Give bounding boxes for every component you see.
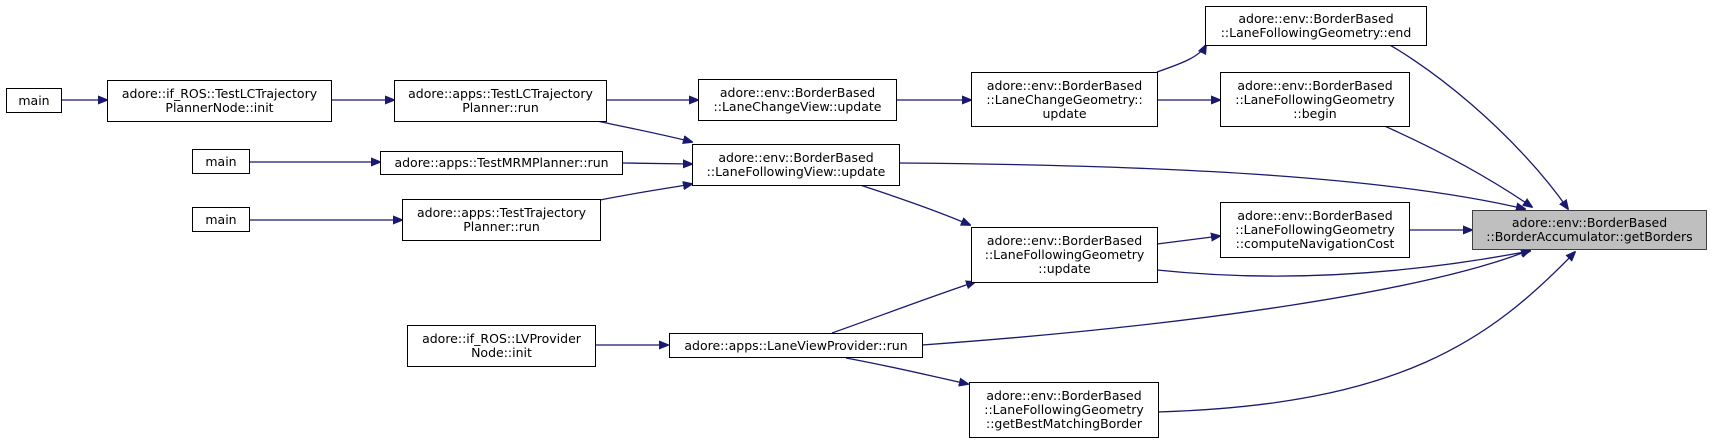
node-label-line-3: ::computeNavigationCost bbox=[1235, 236, 1395, 251]
node-main-2[interactable]: main bbox=[192, 149, 250, 174]
node-label-line-1: adore::env::BorderBased bbox=[718, 150, 874, 165]
node-label-line-2: Node::init bbox=[471, 345, 532, 360]
node-label-line-2: ::LaneFollowingGeometry bbox=[984, 402, 1144, 417]
edge-lcrun-to-lfview bbox=[591, 119, 692, 142]
node-label-line-1: adore::apps::TestLCTrajectory bbox=[408, 86, 593, 101]
node-label-line-2: ::LaneFollowingGeometry bbox=[1235, 222, 1395, 237]
edge-traj-to-lfview bbox=[599, 184, 692, 201]
node-label: main bbox=[205, 153, 237, 169]
node-test-lc-trajectory-planner-node-init[interactable]: adore::if_ROS::TestLCTrajectory PlannerN… bbox=[107, 80, 332, 122]
node-main-3[interactable]: main bbox=[192, 207, 250, 232]
edge-lfgbest-to-target bbox=[1156, 252, 1575, 413]
node-label-line-1: adore::if_ROS::TestLCTrajectory bbox=[121, 86, 318, 101]
node-label-line-1: adore::env::BorderBased bbox=[986, 388, 1142, 403]
node-label-line-1: adore::env::BorderBased bbox=[719, 85, 876, 100]
node-test-mrm-planner-run[interactable]: adore::apps::TestMRMPlanner::run bbox=[380, 151, 623, 175]
node-border-accumulator-get-borders: adore::env::BorderBased ::BorderAccumula… bbox=[1472, 210, 1707, 250]
node-label: main bbox=[205, 211, 237, 227]
edge-lcgeo-to-lfgend bbox=[1156, 45, 1206, 73]
edge-lvprun-to-target bbox=[921, 250, 1530, 346]
node-lv-provider-node-init[interactable]: adore::if_ROS::LVProvider Node::init bbox=[407, 325, 596, 367]
node-label-line-3: ::begin bbox=[1293, 105, 1337, 121]
node-test-lc-trajectory-planner-run[interactable]: adore::apps::TestLCTrajectory Planner::r… bbox=[394, 80, 607, 122]
edge-lfview-to-lfgupdate bbox=[856, 183, 970, 225]
node-label-line-2: ::LaneChangeGeometry:: bbox=[986, 91, 1143, 107]
node-label-line-2: ::LaneChangeView::update bbox=[713, 99, 882, 114]
node-label-line-1: adore::env::BorderBased bbox=[1238, 11, 1394, 26]
node-label-line-3: ::update bbox=[1038, 261, 1091, 276]
node-label-line-1: adore::env::BorderBased bbox=[1511, 215, 1668, 230]
edge-lvprun-to-lfgupdate bbox=[831, 282, 975, 334]
node-label-line-3: ::getBestMatchingBorder bbox=[985, 416, 1142, 431]
node-lane-following-view-update[interactable]: adore::env::BorderBased ::LaneFollowingV… bbox=[692, 144, 900, 186]
edge-mrm-to-lfview bbox=[621, 163, 692, 164]
node-main-1[interactable]: main bbox=[6, 88, 62, 113]
node-label-line-1: adore::env::BorderBased bbox=[1237, 77, 1393, 93]
edge-lfgupdate-to-target bbox=[1156, 251, 1530, 277]
node-label-line-1: adore::env::BorderBased bbox=[986, 233, 1143, 248]
node-label-line-2: ::LaneFollowingView::update bbox=[706, 164, 886, 179]
edge-lfgupdate-to-lfgcost bbox=[1156, 236, 1220, 245]
node-label-line-3: update bbox=[1042, 105, 1087, 121]
node-lane-following-geometry-compute-navigation-cost[interactable]: adore::env::BorderBased ::LaneFollowingG… bbox=[1220, 202, 1410, 258]
node-label-line-1: adore::env::BorderBased bbox=[1237, 208, 1393, 223]
edge-lvprun-to-lfgbest bbox=[845, 357, 968, 384]
edge-lfgbegin-to-target bbox=[1379, 123, 1532, 207]
node-label-line-1: adore::apps::TestTrajectory bbox=[416, 205, 587, 220]
node-label-line-2: PlannerNode::init bbox=[165, 100, 274, 115]
node-label-line-2: ::BorderAccumulator::getBorders bbox=[1486, 229, 1693, 244]
node-label: main bbox=[18, 92, 50, 108]
node-label-line-2: Planner::run bbox=[462, 100, 539, 115]
node-lane-change-geometry-update[interactable]: adore::env::BorderBased ::LaneChangeGeom… bbox=[971, 72, 1158, 127]
node-lane-following-geometry-update[interactable]: adore::env::BorderBased ::LaneFollowingG… bbox=[971, 227, 1158, 283]
node-lane-change-view-update[interactable]: adore::env::BorderBased ::LaneChangeView… bbox=[698, 79, 897, 121]
node-lane-following-geometry-end[interactable]: adore::env::BorderBased ::LaneFollowingG… bbox=[1205, 6, 1427, 46]
node-lane-following-geometry-begin[interactable]: adore::env::BorderBased ::LaneFollowingG… bbox=[1220, 72, 1410, 127]
node-label-line-2: ::LaneFollowingGeometry bbox=[1235, 91, 1395, 107]
node-label: adore::apps::TestMRMPlanner::run bbox=[394, 155, 609, 170]
node-lane-following-geometry-get-best-matching-border[interactable]: adore::env::BorderBased ::LaneFollowingG… bbox=[969, 382, 1159, 438]
node-lane-view-provider-run[interactable]: adore::apps::LaneViewProvider::run bbox=[669, 333, 923, 358]
node-label-line-2: ::LaneFollowingGeometry bbox=[984, 247, 1145, 262]
node-label: adore::apps::LaneViewProvider::run bbox=[684, 337, 908, 353]
node-label-line-2: ::LaneFollowingGeometry::end bbox=[1220, 25, 1412, 40]
node-label-line-1: adore::if_ROS::LVProvider bbox=[422, 331, 581, 346]
edge-lfview-to-target bbox=[898, 162, 1525, 209]
node-test-trajectory-planner-run[interactable]: adore::apps::TestTrajectory Planner::run bbox=[402, 199, 601, 241]
node-label-line-1: adore::env::BorderBased bbox=[986, 77, 1143, 93]
node-label-line-2: Planner::run bbox=[463, 219, 540, 234]
